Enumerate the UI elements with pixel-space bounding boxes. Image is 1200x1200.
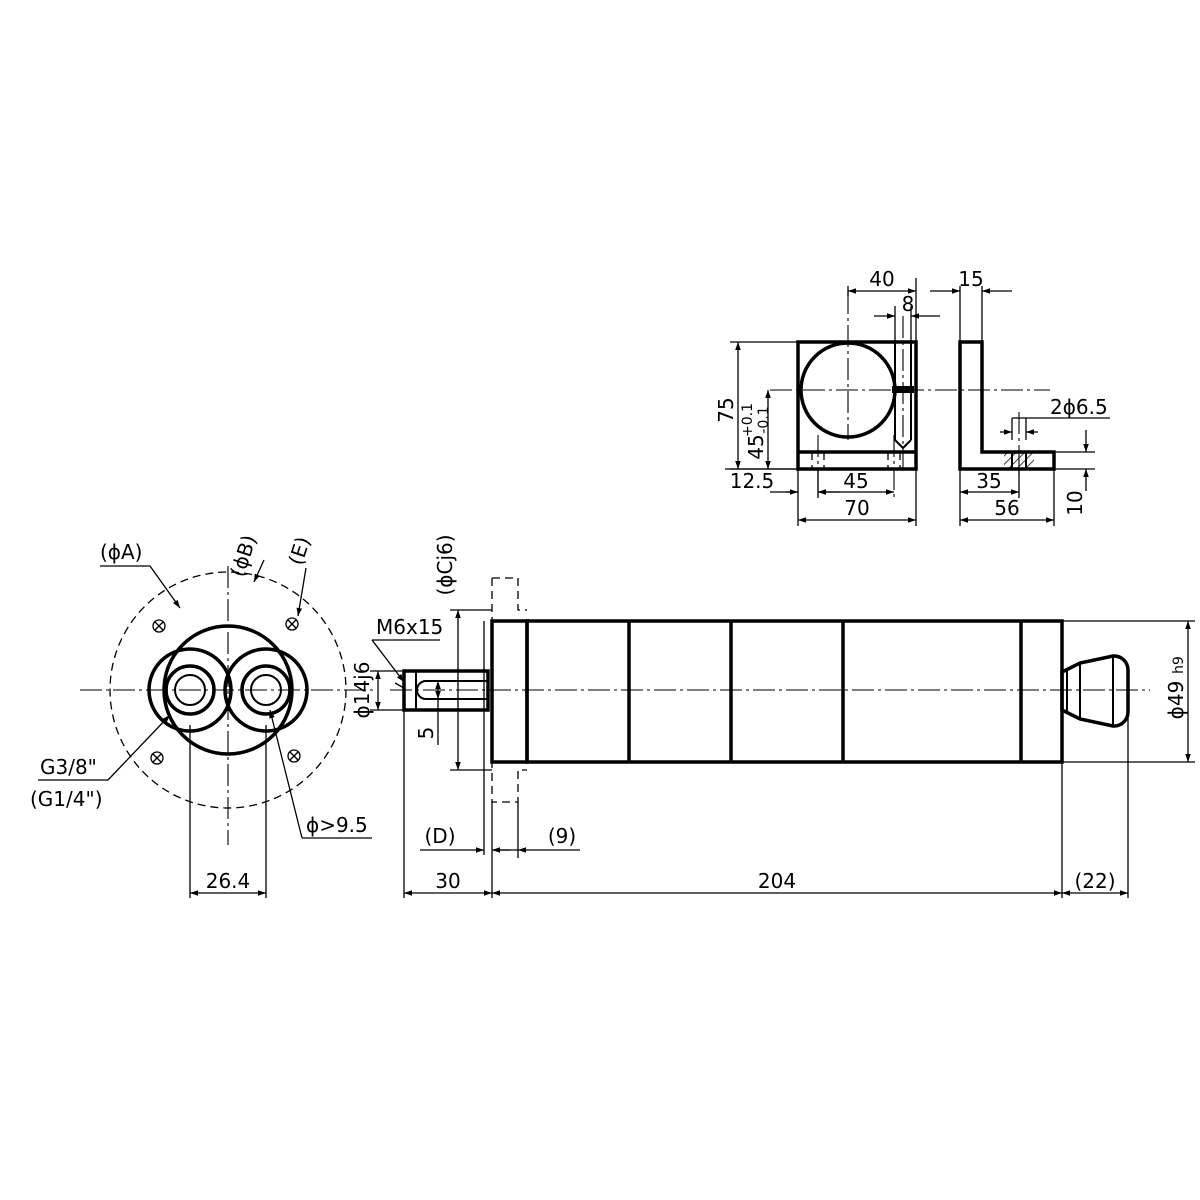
bolt-hole (150, 751, 164, 765)
dim-cap-length: (22) (1074, 869, 1115, 893)
dim-shaft-dia: ϕ14j6 (350, 662, 374, 719)
dim-bracket-slot: 8 (902, 292, 915, 316)
bracket-side-view (958, 340, 1056, 475)
dim-flange-d: (D) (424, 824, 455, 848)
dim-bore-tol-upper: +0.1 (740, 403, 756, 437)
label-thread: M6x15 (376, 615, 443, 639)
label-port-bore: ϕ>9.5 (306, 813, 368, 837)
dim-body-dia: ϕ49 (1164, 681, 1188, 720)
dim-bracket-width-top: 40 (869, 267, 894, 291)
dim-bracket-thickness: 15 (958, 267, 983, 291)
dim-flange-9: (9) (548, 824, 576, 848)
dim-body-length: 204 (758, 869, 796, 893)
label-port-thread-alt: (G1/4") (30, 787, 103, 811)
dim-bracket-width: 70 (844, 496, 869, 520)
dim-body-dia-tol: h9 (1171, 656, 1187, 674)
dim-base-thickness: 10 (1063, 490, 1087, 515)
label-flange-e: (E) (284, 534, 316, 568)
dim-pilot-dia: (ϕCj6) (433, 534, 457, 595)
bolt-hole (152, 619, 166, 633)
dim-port-spacing: 26.4 (206, 869, 251, 893)
label-flange-dia-a: (ϕA) (100, 540, 142, 564)
label-port-thread: G3/8" (40, 755, 97, 779)
side-view-dimensions: (ϕCj6) M6x15 ϕ14j6 5 (D) (9) 30 204 (350, 534, 1195, 898)
dim-key-width: 5 (414, 727, 438, 740)
bolt-hole (287, 749, 301, 763)
bolt-hole (285, 617, 299, 631)
label-flange-dia-b: (ϕB) (225, 532, 261, 580)
dim-hole-spacing: 45 (843, 469, 868, 493)
pump-end-view (80, 566, 375, 898)
dim-base-offset: 12.5 (730, 469, 775, 493)
dim-side-length: 56 (994, 496, 1019, 520)
dim-shaft-length: 30 (435, 869, 460, 893)
bracket-dimensions: 40 8 15 75 45 +0.1 -0.1 2ϕ6.5 (714, 267, 1110, 526)
dim-side-hole-pos: 35 (976, 469, 1001, 493)
pump-side-view (390, 577, 1150, 855)
dim-bracket-height: 75 (714, 397, 738, 422)
dim-bore-height: 45 (744, 434, 768, 459)
dim-holes: 2ϕ6.5 (1050, 395, 1108, 419)
dim-bore-tol-lower: -0.1 (756, 406, 772, 433)
